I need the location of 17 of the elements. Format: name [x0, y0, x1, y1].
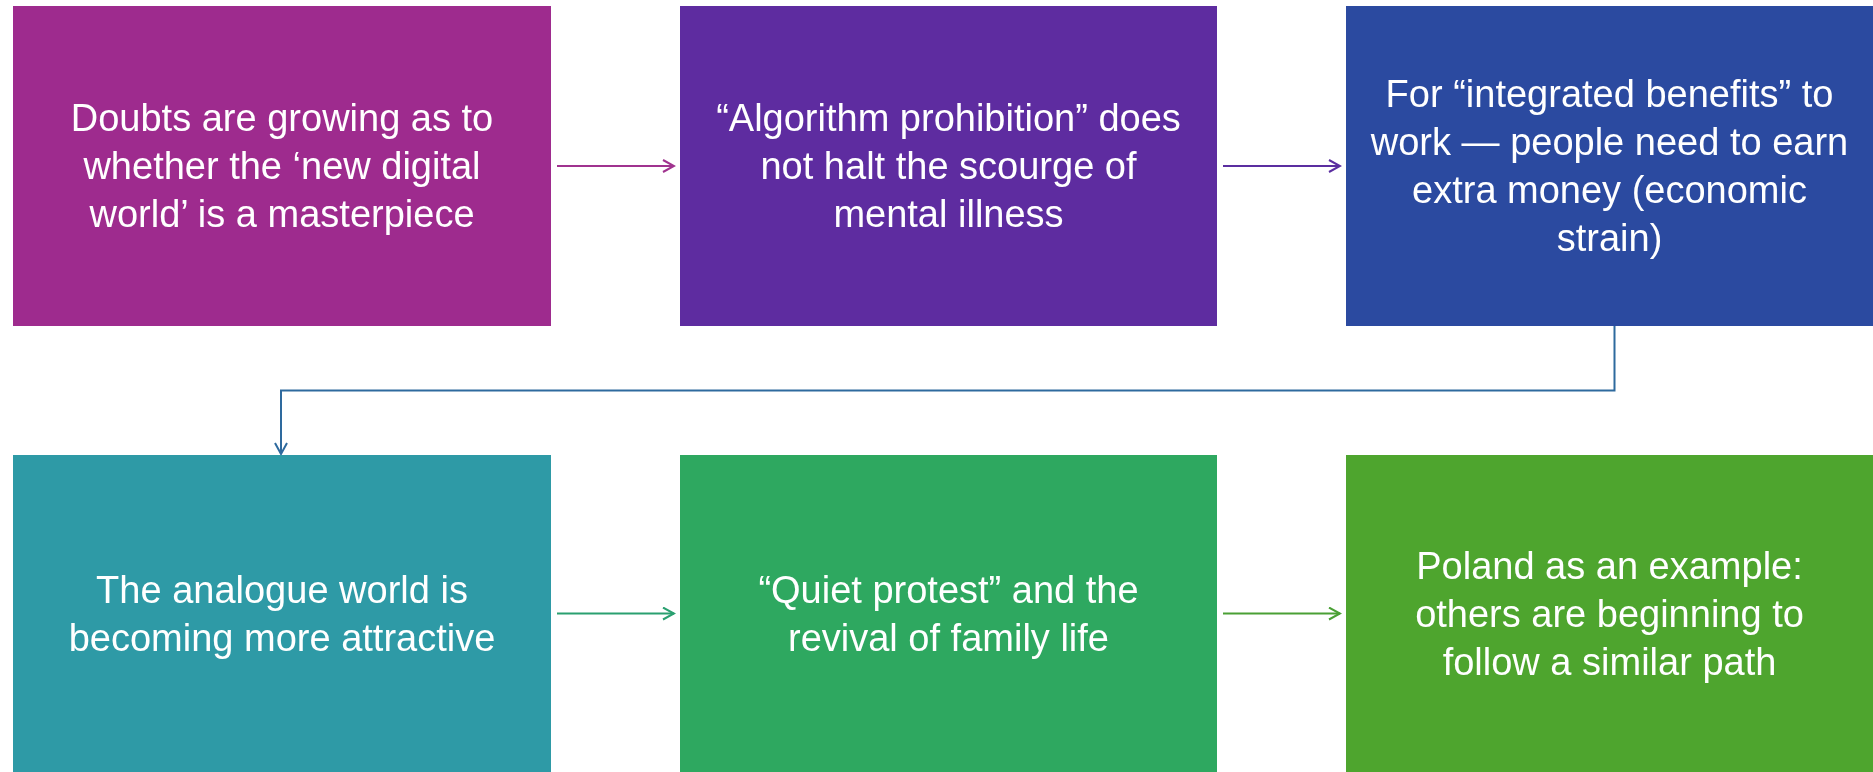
box-text: “Quiet protest” and the revival of family life — [757, 567, 1140, 661]
process-box — [1346, 455, 1873, 772]
box-text: Doubts are growing as to whether the ‘new digital world’ is a masterpiece — [69, 96, 495, 237]
box-text: For “integrated benefits” to work — people need to earn extra money (economic strain) — [1369, 72, 1850, 261]
box-text: “Algorithm prohibition” does not halt the scourge of mental illness — [715, 96, 1182, 237]
arrow — [1222, 159, 1341, 173]
box-text: Poland as an example: others are beginning to follow a similar path — [1414, 543, 1805, 685]
process-box — [13, 455, 551, 772]
arrow — [274, 325, 1616, 455]
box-text: The analogue world is becoming more attractive — [67, 567, 497, 661]
arrow — [556, 606, 675, 621]
process-box — [1346, 6, 1873, 326]
process-box — [13, 6, 551, 326]
process-box — [680, 6, 1217, 326]
arrow — [556, 159, 675, 173]
process-box — [680, 455, 1217, 772]
arrow — [1222, 606, 1341, 621]
